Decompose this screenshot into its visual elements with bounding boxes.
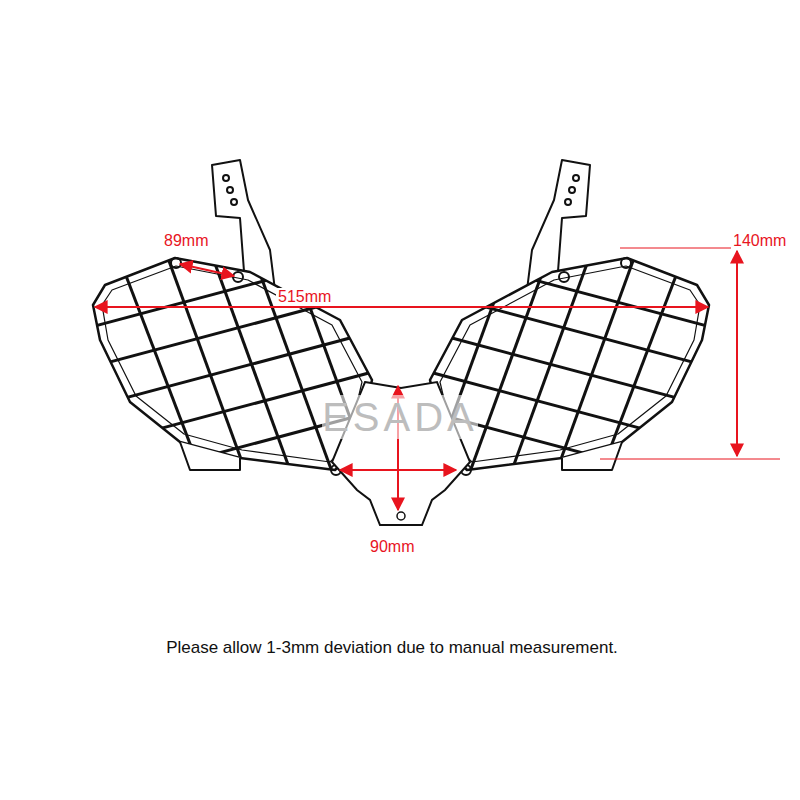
dimension-label: 89mm [162,232,210,250]
watermark: ESADA [322,395,478,439]
grille-half [80,160,380,500]
dimension-lines [95,248,780,510]
dimension-label: 140mm [731,232,788,250]
note-text: Please allow 1-3mm deviation due to manu… [166,639,618,658]
dimension-label: 90mm [368,538,416,556]
dimension-label: 515mm [276,288,333,306]
